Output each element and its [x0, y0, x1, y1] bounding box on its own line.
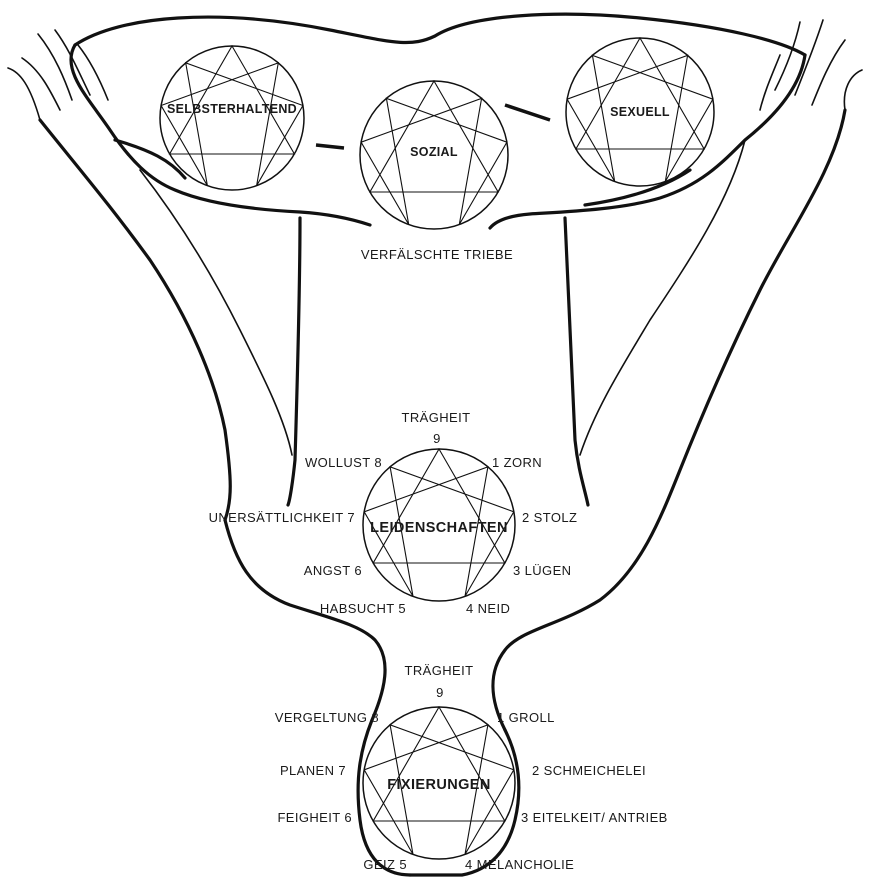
enneagram-triangle	[373, 707, 505, 821]
left-arm-inner	[140, 170, 292, 455]
label-distorted-instincts: VERFÄLSCHTE TRIEBE	[361, 247, 513, 262]
passion-6: ANGST 6	[304, 563, 362, 578]
fixation-5: GEIZ 5	[363, 857, 407, 872]
enneagram-self-preservation	[160, 46, 304, 190]
fixation-7: PLANEN 7	[280, 763, 346, 778]
passion-1: 1 ZORN	[492, 455, 542, 470]
bowl-left-rim	[71, 45, 370, 225]
enneagram-triangle	[373, 449, 505, 563]
left-funnel-side	[288, 218, 300, 505]
fixation-3: 3 EITELKEIT/ ANTRIEB	[521, 810, 668, 825]
label-self-preservation: SELBSTERHALTEND	[167, 102, 297, 116]
right-hand	[760, 20, 862, 110]
passion-7: UNERSÄTTLICHKEIT 7	[209, 510, 355, 525]
fixation-4: 4 MELANCHOLIE	[465, 857, 574, 872]
connector-dash	[316, 145, 344, 148]
fixation-2: 2 SCHMEICHELEI	[532, 763, 646, 778]
label-sexual: SEXUELL	[610, 105, 670, 119]
passion-5: HABSUCHT 5	[320, 601, 406, 616]
fixation-9-word: TRÄGHEIT	[405, 663, 474, 678]
enneagram-circle	[160, 46, 304, 190]
connector-dash	[505, 105, 550, 120]
label-passions-center: LEIDENSCHAFTEN	[370, 520, 508, 536]
enneagram-hexad	[161, 63, 303, 186]
bowl-top-edge	[75, 14, 805, 55]
left-arm-outer	[40, 120, 230, 520]
enneagram-hexad	[361, 98, 507, 224]
fixation-1: 1 GROLL	[497, 710, 555, 725]
passion-8: WOLLUST 8	[305, 455, 382, 470]
label-social: SOZIAL	[410, 145, 458, 159]
fixation-9-number: 9	[436, 685, 444, 700]
fixation-8: VERGELTUNG 8	[275, 710, 379, 725]
fixation-6: FEIGHEIT 6	[277, 810, 352, 825]
passion-2: 2 STOLZ	[522, 510, 577, 525]
right-funnel-side	[565, 218, 588, 505]
passion-9-number: 9	[433, 431, 441, 446]
label-fixations-center: FIXIERUNGEN	[387, 777, 491, 793]
enneagram-triangle	[170, 46, 295, 154]
passion-3: 3 LÜGEN	[513, 563, 571, 578]
passion-4: 4 NEID	[466, 601, 510, 616]
bowl-right-rim	[490, 55, 805, 228]
right-arm-inner	[580, 140, 745, 455]
passion-9-word: TRÄGHEIT	[402, 410, 471, 425]
instinct-enneagrams	[160, 38, 714, 229]
enneagram-triangle	[370, 81, 498, 192]
right-arm-outer	[493, 110, 845, 730]
enneagram-triangle	[576, 38, 704, 149]
